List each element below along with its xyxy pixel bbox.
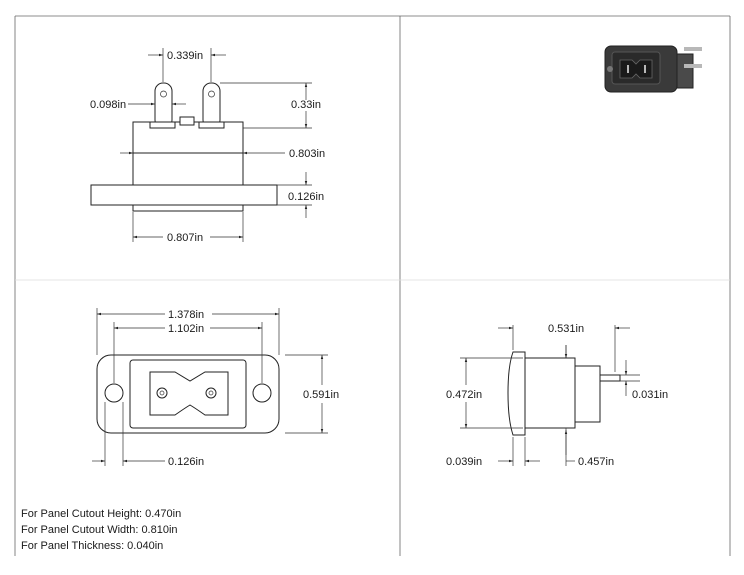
dim-hole-spacing: 1.102in [168,323,204,335]
dim-pin-spacing: 0.339in [167,50,203,62]
dim-hole-diameter: 0.126in [168,456,204,468]
right-mount-hole [252,383,272,403]
dim-pin-height: 0.33in [291,99,321,111]
note-panel-thickness: For Panel Thickness: 0.040in [21,540,163,552]
panel-notes: For Panel Cutout Height: 0.470in For Pan… [21,508,181,552]
dim-pin-thickness: 0.031in [632,389,668,401]
dim-side-height: 0.472in [446,389,482,401]
dim-side-depth: 0.531in [548,323,584,335]
dim-overall-width: 1.378in [168,309,204,321]
right-pin [202,82,221,129]
dim-body-width: 0.807in [167,232,203,244]
note-cutout-width: For Panel Cutout Width: 0.810in [21,524,178,536]
dim-flange-depth: 0.039in [446,456,482,468]
side-body [524,357,576,429]
socket-outline [149,371,229,416]
note-cutout-height: For Panel Cutout Height: 0.470in [21,508,181,520]
drawing-frame [14,15,731,556]
front-view: 1.378in 1.102in 0.591in 0.126in [92,308,339,468]
side-pin [599,374,621,382]
flange [90,184,278,206]
dim-pin-width: 0.098in [90,99,126,111]
dim-body-height: 0.803in [289,148,325,160]
left-pin [154,82,173,129]
left-mount-hole [104,383,124,403]
product-photo [604,45,702,93]
top-view: 0.339in 0.098in 0.33in 0.803in 0.126in 0… [90,48,325,244]
dim-body-depth: 0.457in [578,456,614,468]
side-view: 0.531in 0.472in 0.031in 0.039in 0.457in [446,323,668,468]
contact-left [156,387,168,399]
side-flange [507,351,526,436]
lower-body [132,152,244,186]
contact-right [205,387,217,399]
dim-front-height: 0.591in [303,389,339,401]
dim-flange-thickness: 0.126in [288,191,324,203]
